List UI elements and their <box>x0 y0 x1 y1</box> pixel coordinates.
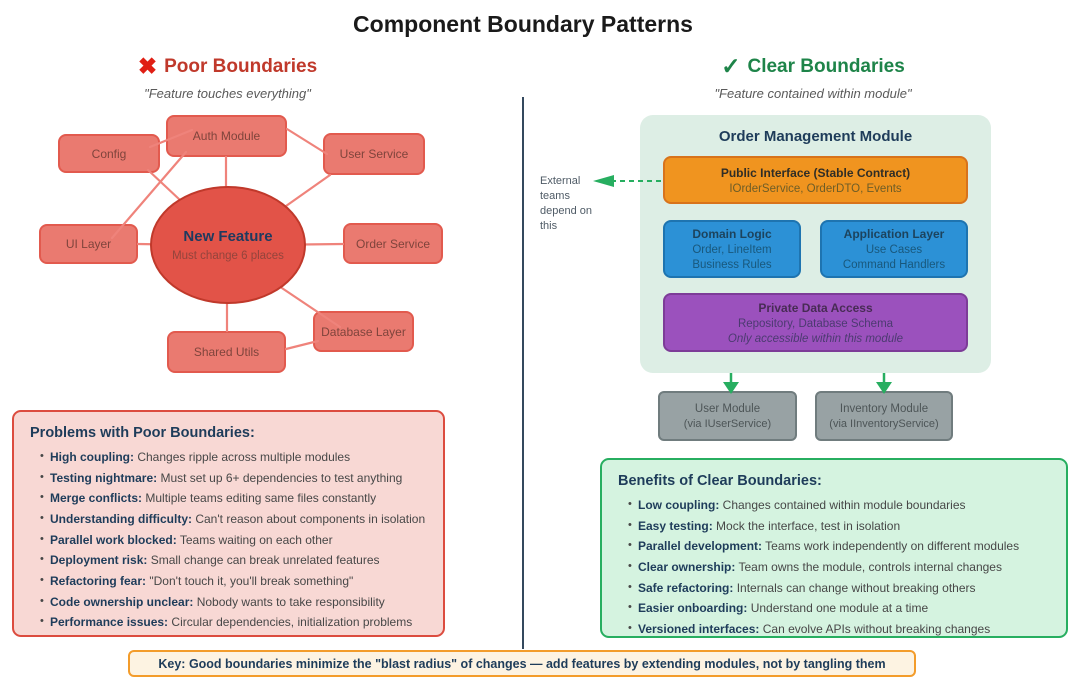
benefit-item: Easier onboarding: Understand one module… <box>628 601 1050 615</box>
new-feature-subtitle: Must change 6 places <box>172 250 284 262</box>
poor-boundaries-subtitle: "Feature touches everything" <box>144 86 311 101</box>
node-shared-utils-label: Shared Utils <box>193 345 260 359</box>
benefit-item: Easy testing: Mock the interface, test i… <box>628 519 1050 533</box>
application-layer-box: Application Layer Use Cases Command Hand… <box>820 220 968 278</box>
inventory-module-box: Inventory Module (via IInventoryService) <box>815 391 953 441</box>
problems-list: High coupling: Changes ripple across mul… <box>30 450 427 629</box>
node-ui-layer: UI Layer <box>39 224 138 264</box>
application-layer-line-2: Command Handlers <box>842 259 946 271</box>
node-config-label: Config <box>91 146 127 161</box>
clear-boundaries-subtitle: "Feature contained within module" <box>714 86 912 101</box>
private-data-access-title: Private Data Access <box>758 300 873 315</box>
external-teams-note-line-1: External teams <box>540 175 581 202</box>
user-module-via: (via IUserService) <box>683 417 772 430</box>
node-user-service: User Service <box>323 133 425 175</box>
benefit-item: Low coupling: Changes contained within m… <box>628 498 1050 512</box>
clear-boundaries-header: ✓ Clear Boundaries <box>588 55 1038 78</box>
node-config: Config <box>58 134 160 173</box>
node-auth-module-label: Auth Module <box>192 129 261 143</box>
public-interface-subtitle: IOrderService, OrderDTO, Events <box>729 182 902 195</box>
node-database-layer: Database Layer <box>313 311 414 352</box>
x-icon: ✖ <box>137 53 158 79</box>
private-data-access-line-1: Repository, Database Schema <box>737 317 894 330</box>
poor-boundaries-header: ✖ Poor Boundaries <box>0 55 455 78</box>
domain-logic-line-1: Order, LineItem <box>692 244 772 256</box>
benefit-item: Safe refactoring: Internals can change w… <box>628 581 1050 595</box>
benefit-item: Versioned interfaces: Can evolve APIs wi… <box>628 622 1050 636</box>
problems-panel: Problems with Poor Boundaries: High coup… <box>12 410 445 637</box>
problem-item: Understanding difficulty: Can't reason a… <box>40 512 427 526</box>
new-feature-title: New Feature <box>183 228 273 245</box>
external-teams-note-line-2: depend on this <box>540 204 592 232</box>
order-management-module-title: Order Management Module <box>718 128 913 145</box>
node-ui-layer-label: UI Layer <box>65 237 112 251</box>
external-teams-note: External teams depend on this <box>540 174 612 233</box>
private-data-access-line-2: Only accessible within this module <box>727 332 904 345</box>
private-data-access-box: Private Data Access Repository, Database… <box>663 293 968 352</box>
user-module-title: User Module <box>694 402 761 415</box>
inventory-module-via: (via IInventoryService) <box>829 417 939 430</box>
page-title: Component Boundary Patterns <box>353 11 693 37</box>
problem-item: Performance issues: Circular dependencie… <box>40 615 427 629</box>
node-order-service-label: Order Service <box>355 236 431 251</box>
benefits-list: Low coupling: Changes contained within m… <box>618 498 1050 636</box>
node-user-service-label: User Service <box>339 147 409 161</box>
problem-item: Testing nightmare: Must set up 6+ depend… <box>40 471 427 485</box>
problem-item: High coupling: Changes ripple across mul… <box>40 450 427 464</box>
application-layer-title: Application Layer <box>843 227 945 241</box>
problem-item: Deployment risk: Small change can break … <box>40 553 427 567</box>
benefits-panel-heading: Benefits of Clear Boundaries: <box>618 473 822 489</box>
key-note-text: Key: Good boundaries minimize the "blast… <box>158 656 886 671</box>
check-icon: ✓ <box>721 53 741 79</box>
problems-panel-heading: Problems with Poor Boundaries: <box>30 425 255 441</box>
key-note-box: Key: Good boundaries minimize the "blast… <box>128 650 916 677</box>
problem-item: Refactoring fear: "Don't touch it, you'l… <box>40 574 427 588</box>
new-feature-node: New Feature Must change 6 places <box>150 186 306 304</box>
node-order-service: Order Service <box>343 223 443 264</box>
node-shared-utils: Shared Utils <box>167 331 286 373</box>
public-interface-title: Public Interface (Stable Contract) <box>720 165 911 180</box>
domain-logic-line-2: Business Rules <box>692 259 772 271</box>
problem-item: Merge conflicts: Multiple teams editing … <box>40 491 427 505</box>
public-interface-box: Public Interface (Stable Contract) IOrde… <box>663 156 968 204</box>
user-module-box: User Module (via IUserService) <box>658 391 797 441</box>
inventory-module-title: Inventory Module <box>839 402 929 415</box>
benefits-panel: Benefits of Clear Boundaries: Low coupli… <box>600 458 1068 638</box>
benefit-item: Clear ownership: Team owns the module, c… <box>628 560 1050 574</box>
clear-boundaries-title: Clear Boundaries <box>747 55 905 77</box>
node-auth-module: Auth Module <box>166 115 287 157</box>
problem-item: Parallel work blocked: Teams waiting on … <box>40 533 427 547</box>
node-database-layer-label: Database Layer <box>321 324 406 339</box>
domain-logic-box: Domain Logic Order, LineItem Business Ru… <box>663 220 801 278</box>
order-management-module: Order Management Module Public Interface… <box>640 115 991 373</box>
application-layer-line-1: Use Cases <box>865 244 923 256</box>
problem-item: Code ownership unclear: Nobody wants to … <box>40 595 427 609</box>
benefit-item: Parallel development: Teams work indepen… <box>628 539 1050 553</box>
domain-logic-title: Domain Logic <box>692 227 772 241</box>
poor-boundaries-title: Poor Boundaries <box>164 55 318 77</box>
